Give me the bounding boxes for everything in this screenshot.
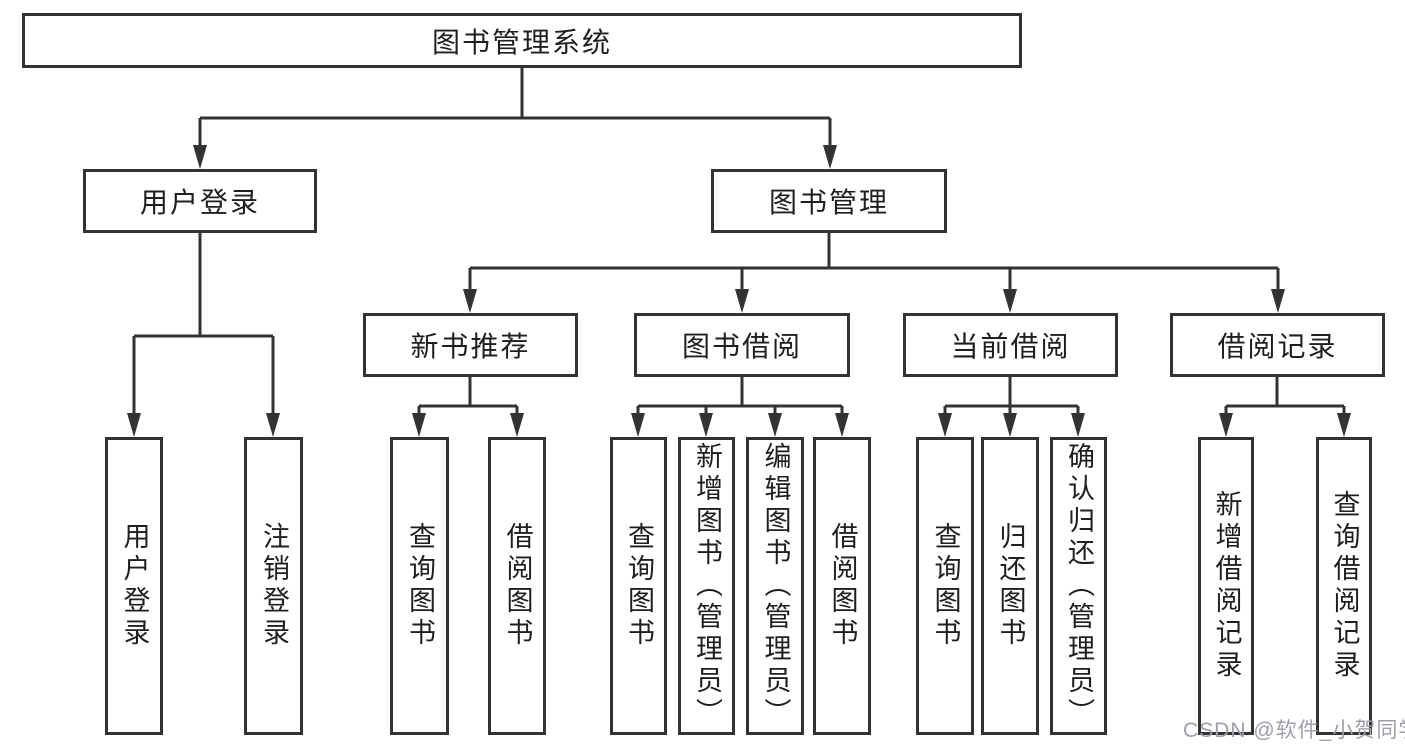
leaf-add-book-admin: 新增图书（管理员） [678, 437, 735, 735]
node-label: 查询图书 [930, 522, 961, 650]
node-label: 确认归还（管理员） [1064, 442, 1094, 730]
leaf-edit-book-admin: 编辑图书（管理员） [746, 437, 804, 735]
leaf-logout: 注销登录 [244, 437, 303, 735]
node-user-login: 用户登录 [83, 169, 317, 233]
leaf-return-book: 归还图书 [981, 437, 1039, 735]
leaf-confirm-return-admin: 确认归还（管理员） [1050, 437, 1107, 735]
node-book-management: 图书管理 [711, 169, 947, 233]
arrowheads [127, 145, 1351, 437]
node-borrow-records: 借阅记录 [1170, 313, 1385, 377]
node-label: 注销登录 [259, 522, 289, 650]
leaf-query-book-borrow: 查询图书 [610, 437, 667, 735]
leaf-borrow-book: 借阅图书 [813, 437, 871, 735]
csdn-watermark: CSDN @软件_小贺同学 [1183, 719, 1405, 742]
leaf-add-borrow-record: 新增借阅记录 [1198, 437, 1254, 735]
node-label: 查询图书 [624, 522, 654, 650]
leaf-borrow-book-recommend: 借阅图书 [488, 437, 546, 735]
leaf-query-book-recommend: 查询图书 [390, 437, 449, 735]
leaf-query-book-current: 查询图书 [916, 437, 974, 735]
node-label: 新增借阅记录 [1211, 490, 1242, 682]
node-current-borrow: 当前借阅 [903, 313, 1118, 377]
node-label: 借阅图书 [502, 522, 533, 650]
leaf-query-borrow-record: 查询借阅记录 [1316, 437, 1372, 735]
node-label: 借阅图书 [827, 522, 858, 650]
node-label: 当前借阅 [950, 331, 1071, 362]
node-label: 新书推荐 [410, 331, 531, 362]
node-label: 归还图书 [995, 522, 1026, 650]
node-label: 用户登录 [119, 522, 150, 650]
node-label: 借阅记录 [1217, 331, 1338, 362]
node-label: 图书管理 [768, 187, 889, 218]
node-label: 新增图书（管理员） [692, 442, 722, 730]
node-book-borrow: 图书借阅 [634, 313, 850, 377]
node-label: 编辑图书（管理员） [760, 442, 791, 730]
node-label: 图书管理系统 [431, 26, 612, 58]
node-label: 查询图书 [405, 522, 435, 650]
node-label: 图书借阅 [681, 331, 802, 362]
node-label: 查询借阅记录 [1329, 490, 1360, 682]
leaf-user-login: 用户登录 [105, 437, 163, 735]
node-label: 用户登录 [139, 187, 260, 218]
node-library-management-system: 图书管理系统 [22, 13, 1022, 68]
node-new-book-recommend: 新书推荐 [363, 313, 578, 377]
